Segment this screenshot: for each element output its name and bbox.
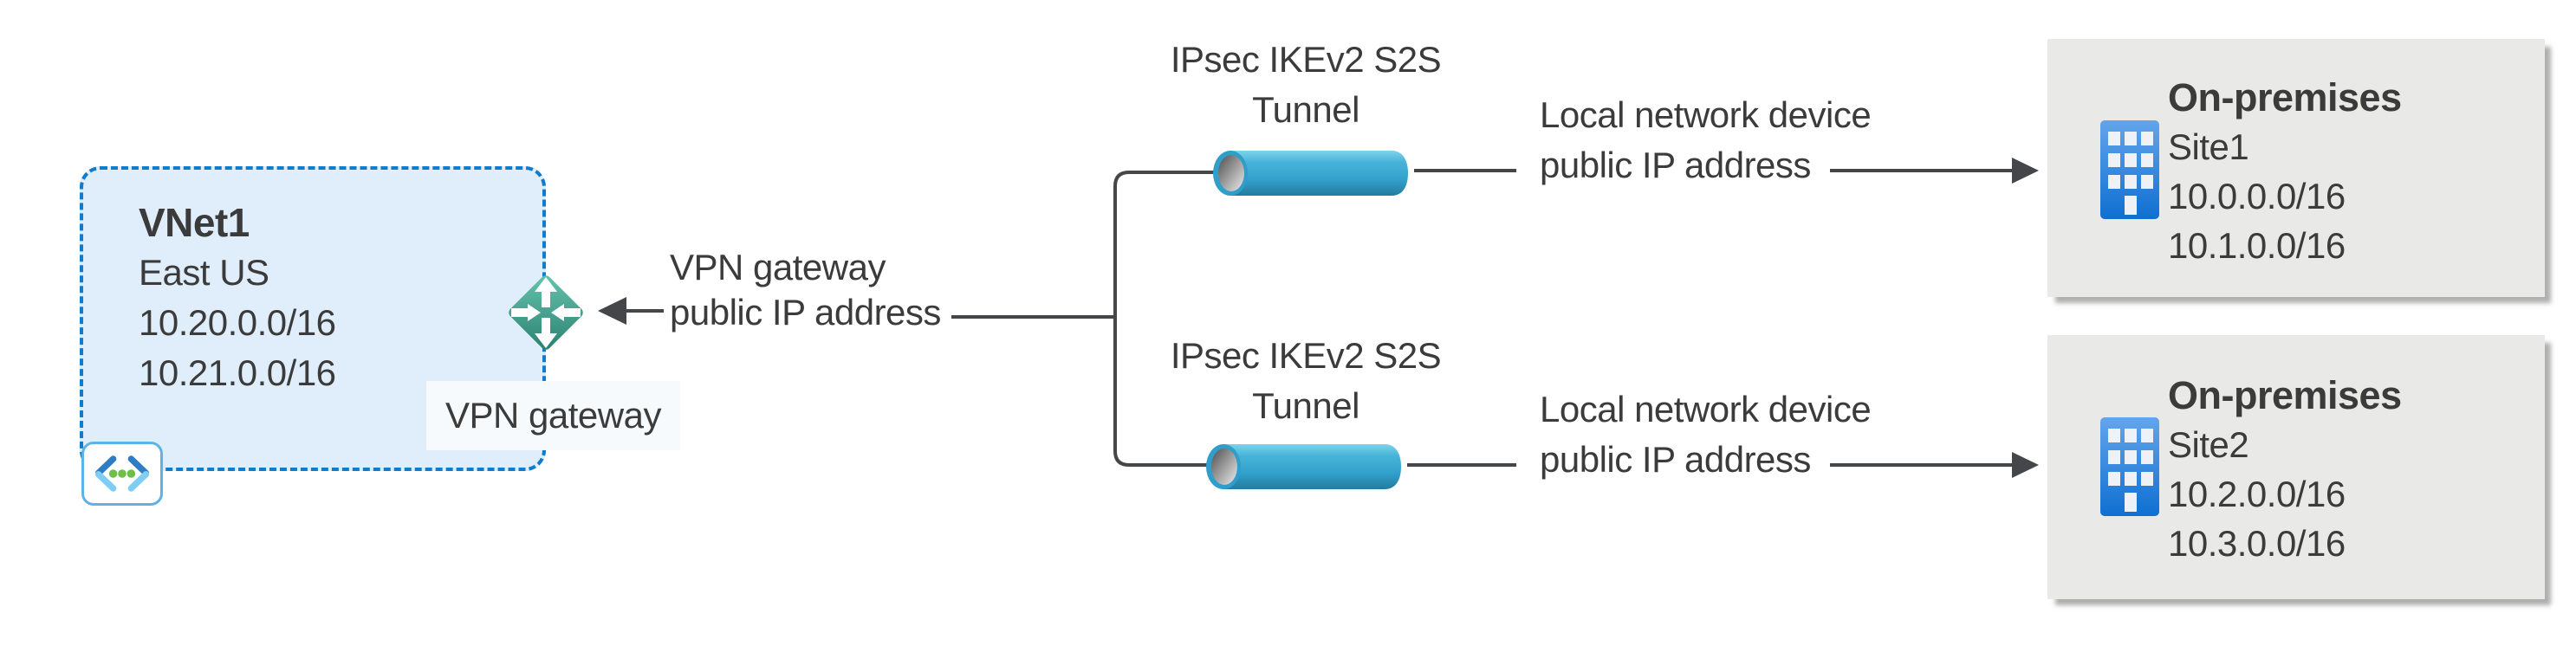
site1-prefix-2: 10.1.0.0/16 — [2168, 225, 2346, 266]
vnet-icon — [81, 442, 163, 506]
site1-name: Site1 — [2168, 126, 2249, 167]
device2-label: Local network device public IP address — [1540, 384, 1872, 485]
site2-arrowhead-icon — [2012, 452, 2039, 478]
site1-arrowhead-icon — [2012, 158, 2039, 184]
site2-prefix-1: 10.2.0.0/16 — [2168, 474, 2346, 514]
device1-label-line1: Local network device — [1540, 94, 1872, 135]
site2-title: On-premises — [2168, 373, 2402, 417]
gateway-public-ip-line1: VPN gateway — [670, 247, 886, 287]
site1-title: On-premises — [2168, 75, 2402, 119]
tunnel2-label: IPsec IKEv2 S2S Tunnel — [1124, 331, 1488, 431]
vnet-name: VNet1 — [139, 200, 250, 245]
tunnel1-cylinder-icon — [1210, 149, 1418, 197]
device1-label-line2: public IP address — [1540, 145, 1811, 185]
tunnel2-label-line2: Tunnel — [1252, 385, 1359, 426]
tunnel2-label-line1: IPsec IKEv2 S2S — [1170, 335, 1442, 376]
device1-label: Local network device public IP address — [1540, 90, 1872, 190]
vnet-icon-glyph — [94, 455, 150, 492]
site1-building-icon — [2100, 120, 2159, 219]
site1-info: On-premises Site1 10.0.0.0/16 10.1.0.0/1… — [2168, 73, 2402, 270]
vnet-info: VNet1 East US 10.20.0.0/16 10.21.0.0/16 — [139, 197, 336, 398]
vnet-prefix-1: 10.20.0.0/16 — [139, 302, 336, 343]
site2-prefix-2: 10.3.0.0/16 — [2168, 523, 2346, 564]
vpn-gateway-icon-glyph — [509, 275, 583, 350]
vpn-gateway-icon — [499, 266, 593, 359]
site2-info: On-premises Site2 10.2.0.0/16 10.3.0.0/1… — [2168, 371, 2402, 568]
gateway-public-ip-label: VPN gateway public IP address — [670, 245, 941, 335]
vpn-gateway-caption: VPN gateway — [426, 381, 680, 450]
tunnel1-label: IPsec IKEv2 S2S Tunnel — [1124, 35, 1488, 135]
tunnel2-cylinder-icon — [1203, 442, 1411, 491]
device2-label-line2: public IP address — [1540, 439, 1811, 480]
tunnel1-label-line2: Tunnel — [1252, 89, 1359, 130]
gateway-arrowhead-icon — [598, 297, 626, 325]
site1-prefix-1: 10.0.0.0/16 — [2168, 176, 2346, 216]
device2-label-line1: Local network device — [1540, 389, 1872, 429]
site2-building-icon — [2100, 417, 2159, 516]
site2-name: Site2 — [2168, 424, 2249, 465]
vnet-prefix-2: 10.21.0.0/16 — [139, 352, 336, 393]
trunk-branch-line — [1113, 171, 1217, 467]
tunnel1-label-line1: IPsec IKEv2 S2S — [1170, 39, 1442, 80]
gateway-public-ip-line2: public IP address — [670, 292, 941, 332]
vnet-region: East US — [139, 252, 269, 293]
